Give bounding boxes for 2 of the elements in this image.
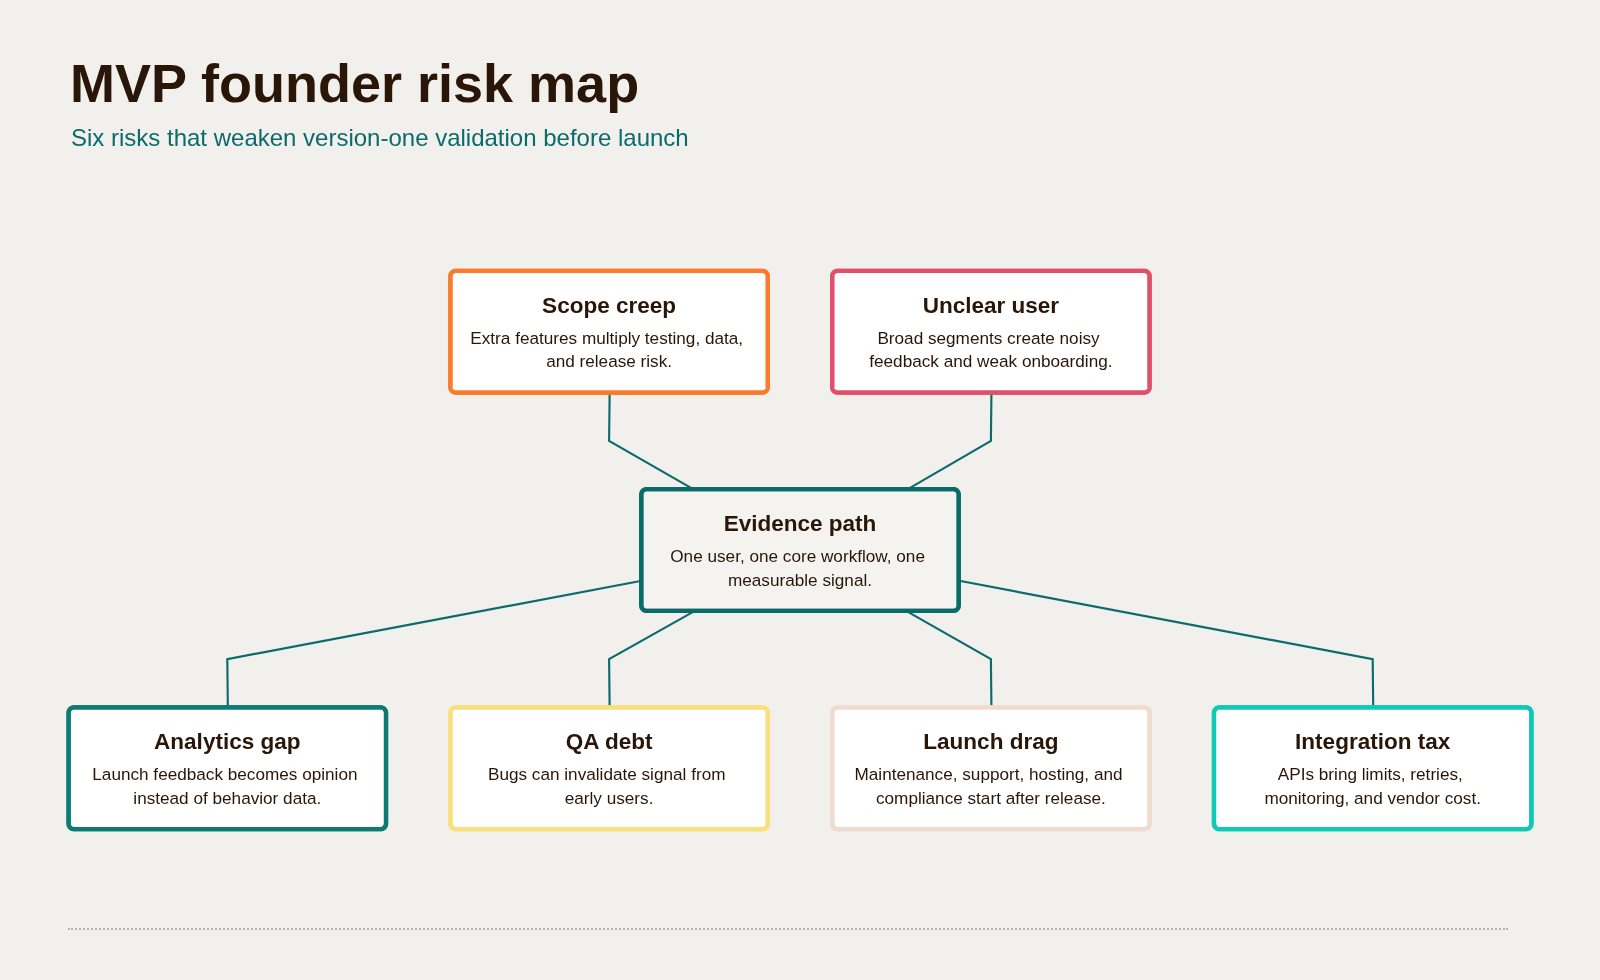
diagram-subtitle: Six risks that weaken version-one validation before launch [71,124,689,152]
diagram-title: MVP founder risk map [70,52,640,114]
